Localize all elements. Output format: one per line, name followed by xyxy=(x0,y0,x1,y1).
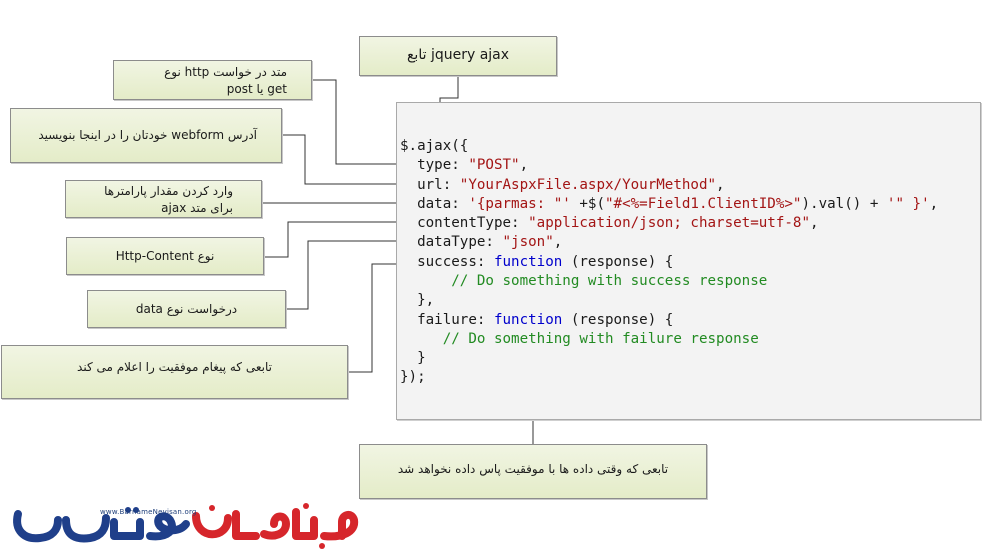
code-line-6: dataType: "json", xyxy=(400,234,563,250)
data-type-callout: درخواست نوع data xyxy=(87,290,286,328)
code-line-10: failure: function (response) { xyxy=(400,312,674,328)
code-line-5: contentType: "application/json; charset=… xyxy=(400,215,819,231)
success-callout-line1: تابعی که پیغام موفقیت را اعلام می کند xyxy=(77,360,272,374)
code-line-12: } xyxy=(400,350,426,366)
params-callout-line2: برای متد ajax xyxy=(161,201,233,215)
code-line-11: // Do something with failure response xyxy=(400,331,759,347)
arrow-url xyxy=(282,134,419,188)
content-type-callout: نوع Http-Content xyxy=(66,237,264,275)
url-callout: آدرس webform خودتان را در اینجا بنویسید xyxy=(10,108,282,163)
code-line-8: // Do something with success response xyxy=(400,273,768,289)
failure-callout: تابعی که وقتی داده ها با موفقیت پاس داده… xyxy=(359,444,707,499)
arrow-data-type xyxy=(286,237,419,310)
code-line-2: type: "POST", xyxy=(400,157,529,173)
success-callout: تابعی که پیغام موفقیت را اعلام می کند xyxy=(1,345,348,399)
method-callout: متد در خواست http نوع get یا post xyxy=(113,60,312,100)
code-line-4: data: '{parmas: "' +$("#<%=Field1.Client… xyxy=(400,196,939,212)
content-type-callout-line1: نوع Http-Content xyxy=(115,249,215,263)
code-box xyxy=(396,102,981,420)
code-line-3: url: "YourAspxFile.aspx/YourMethod", xyxy=(400,177,725,193)
code-line-13: }); xyxy=(400,369,426,385)
params-callout-line1: وارد کردن مقدار پارامترها xyxy=(104,184,233,198)
data-type-callout-line1: درخواست نوع data xyxy=(135,302,238,316)
params-callout: وارد کردن مقدار پارامترها برای متد ajax xyxy=(65,180,262,218)
logo-site-url: www.BarnameNevisan.org xyxy=(100,508,197,516)
failure-callout-line1: تابعی که وقتی داده ها با موفقیت پاس داده… xyxy=(397,462,669,476)
url-callout-line1: آدرس webform خودتان را در اینجا بنویسید xyxy=(38,128,257,142)
arrow-success xyxy=(348,260,419,373)
method-callout-line1: متد در خواست http نوع xyxy=(164,65,287,79)
barnamenevisan-logo xyxy=(13,503,359,549)
code-line-7: success: function (response) { xyxy=(400,254,674,270)
title-callout-text: jquery ajax تابع xyxy=(406,47,510,63)
code-line-1: $.ajax({ xyxy=(400,138,469,154)
arrow-method xyxy=(312,79,419,168)
method-callout-line2: get یا post xyxy=(226,82,287,96)
title-callout: jquery ajax تابع xyxy=(359,36,557,76)
arrow-content-type xyxy=(264,218,419,258)
code-line-9: }, xyxy=(400,292,435,308)
